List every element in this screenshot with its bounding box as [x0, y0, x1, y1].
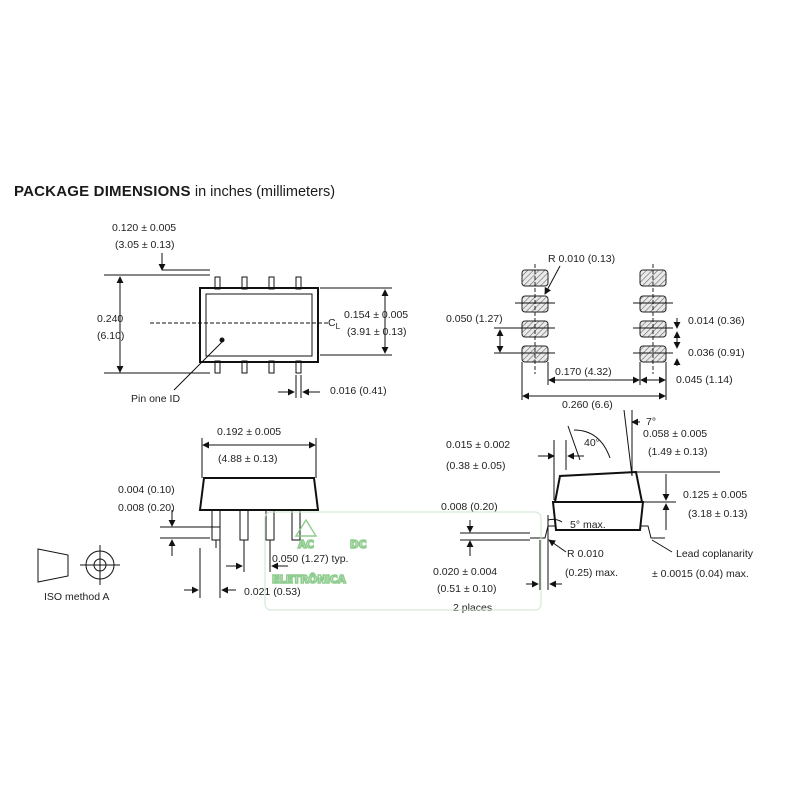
end-angle40: 40° [584, 437, 600, 449]
page-title: PACKAGE DIMENSIONS in inches (millimeter… [14, 183, 335, 200]
side-lead-width: 0.021 (0.53) [244, 586, 301, 598]
iso-label: ISO method A [44, 591, 109, 603]
end-radius-mm: (0.25) max. [565, 567, 618, 579]
end-radius: R 0.010 [567, 548, 604, 560]
side-standoff-in: 0.004 (0.10) [118, 484, 175, 496]
side-lead-thick-mm: (0.51 ± 0.10) [437, 583, 496, 595]
end-angle5: 5° max. [570, 519, 606, 531]
top-length-in: 0.120 ± 0.005 [112, 222, 176, 234]
top-length-mm: (3.05 ± 0.13) [115, 239, 174, 251]
end-a-mm: (0.38 ± 0.05) [446, 460, 505, 472]
fp-inner-span: 0.170 (4.32) [555, 366, 612, 378]
fp-pitch: 0.050 (1.27) [446, 313, 503, 325]
watermark-brand: ELETRÔNICA [272, 573, 347, 586]
centerline-label: CL [328, 317, 341, 331]
end-view: 0.015 ± 0.002 (0.38 ± 0.05) 40° 7° 0.058… [441, 409, 754, 590]
iso-symbol: ISO method A [37, 545, 120, 603]
side-places: 2 places [453, 602, 492, 614]
pin-one-dot [219, 337, 225, 343]
end-b-in: 0.058 ± 0.005 [643, 428, 707, 440]
side-standoff-mm: 0.008 (0.20) [118, 502, 175, 514]
top-height-in: 0.240 [97, 313, 123, 325]
top-lead-width: 0.016 (0.41) [330, 385, 387, 397]
title-bold: PACKAGE DIMENSIONS [14, 183, 191, 200]
watermark-ac: AC [298, 539, 314, 551]
fp-outer-span: 0.260 (6.6) [562, 399, 613, 411]
top-height-mm: (6.10) [97, 330, 124, 342]
top-body [199, 287, 319, 363]
side-lead-thick-in: 0.020 ± 0.004 [433, 566, 497, 578]
side-len-in: 0.192 ± 0.005 [217, 426, 281, 438]
fp-pad-ext: 0.045 (1.14) [676, 374, 733, 386]
fp-pad-width: 0.014 (0.36) [688, 315, 745, 327]
side-len-mm: (4.88 ± 0.13) [218, 453, 277, 465]
end-b-mm: (1.49 ± 0.13) [648, 446, 707, 458]
top-view: 0.120 ± 0.005 (3.05 ± 0.13) 0.240 (6.10)… [97, 222, 408, 405]
top-body-in: 0.154 ± 0.005 [344, 309, 408, 321]
top-body-mm: (3.91 ± 0.13) [347, 326, 406, 338]
end-a-in: 0.015 ± 0.002 [446, 439, 510, 451]
title-units: in inches (millimeters) [194, 184, 336, 200]
side-pitch-typ: 0.050 (1.27) typ. [272, 553, 348, 565]
end-coplanarity-2: ± 0.0015 (0.04) max. [652, 568, 749, 580]
footprint-view: R 0.010 (0.13) 0.050 (1.27) 0.014 (0.36)… [446, 253, 745, 411]
watermark-logo: AC DC ELETRÔNICA [264, 511, 542, 611]
side-view: 0.192 ± 0.005 (4.88 ± 0.13) 0.004 (0.10)… [118, 426, 497, 614]
fp-radius: R 0.010 (0.13) [548, 253, 615, 265]
fp-pad-length: 0.036 (0.91) [688, 347, 745, 359]
end-coplanarity-1: Lead coplanarity [676, 548, 754, 560]
end-height-in: 0.125 ± 0.005 [683, 489, 747, 501]
watermark-dc: DC [350, 539, 367, 551]
end-lead-t: 0.008 (0.20) [441, 501, 498, 513]
pin-one-label: Pin one ID [131, 393, 180, 405]
end-angle7: 7° [646, 416, 656, 428]
end-height-mm: (3.18 ± 0.13) [688, 508, 747, 520]
